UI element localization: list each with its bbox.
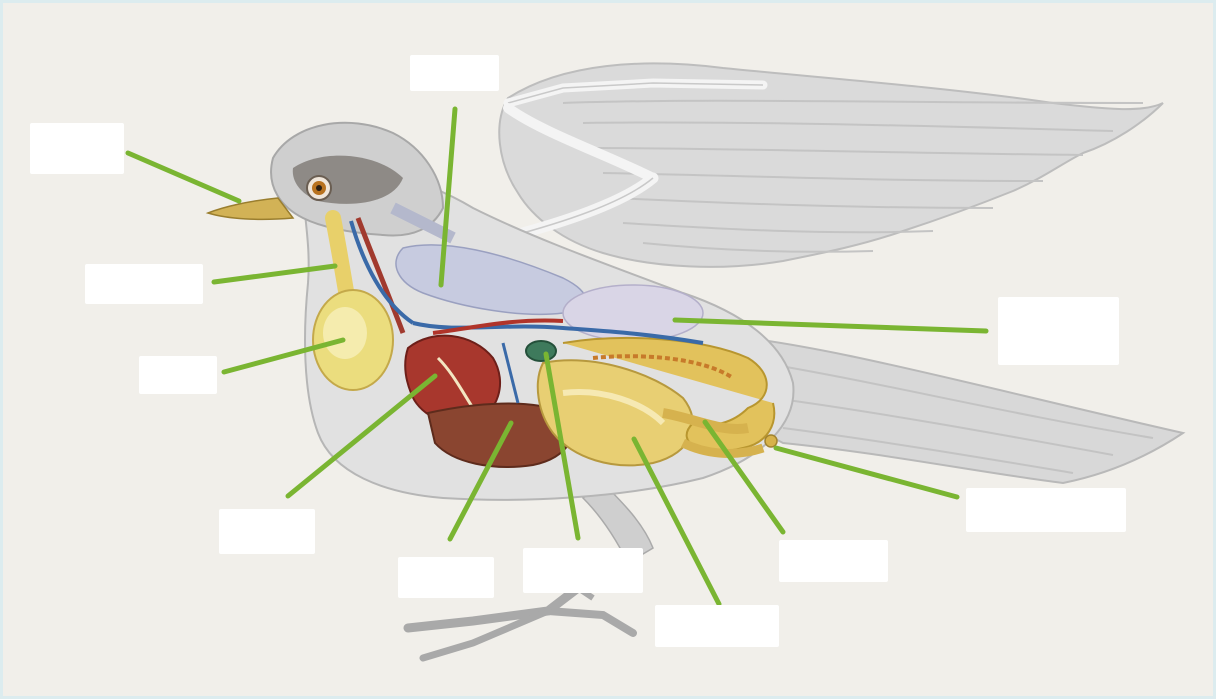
label-box-gizzard[interactable] [655, 605, 779, 647]
label-box-air-sac[interactable] [998, 297, 1119, 365]
label-box-gallbladder[interactable] [523, 548, 643, 593]
cloaca-organ [765, 435, 777, 447]
label-box-cloaca[interactable] [966, 488, 1126, 532]
leader-line-beak [128, 153, 239, 201]
label-box-crop[interactable] [139, 356, 217, 394]
crop-organ [313, 290, 393, 390]
label-box-heart[interactable] [219, 509, 315, 554]
label-box-trachea[interactable] [410, 55, 499, 91]
label-box-esophagus[interactable] [85, 264, 203, 304]
wing [493, 63, 1163, 266]
label-box-liver[interactable] [398, 557, 494, 598]
label-box-beak[interactable] [30, 123, 124, 174]
gallbladder-organ [526, 341, 556, 361]
label-box-intestine[interactable] [779, 540, 888, 582]
